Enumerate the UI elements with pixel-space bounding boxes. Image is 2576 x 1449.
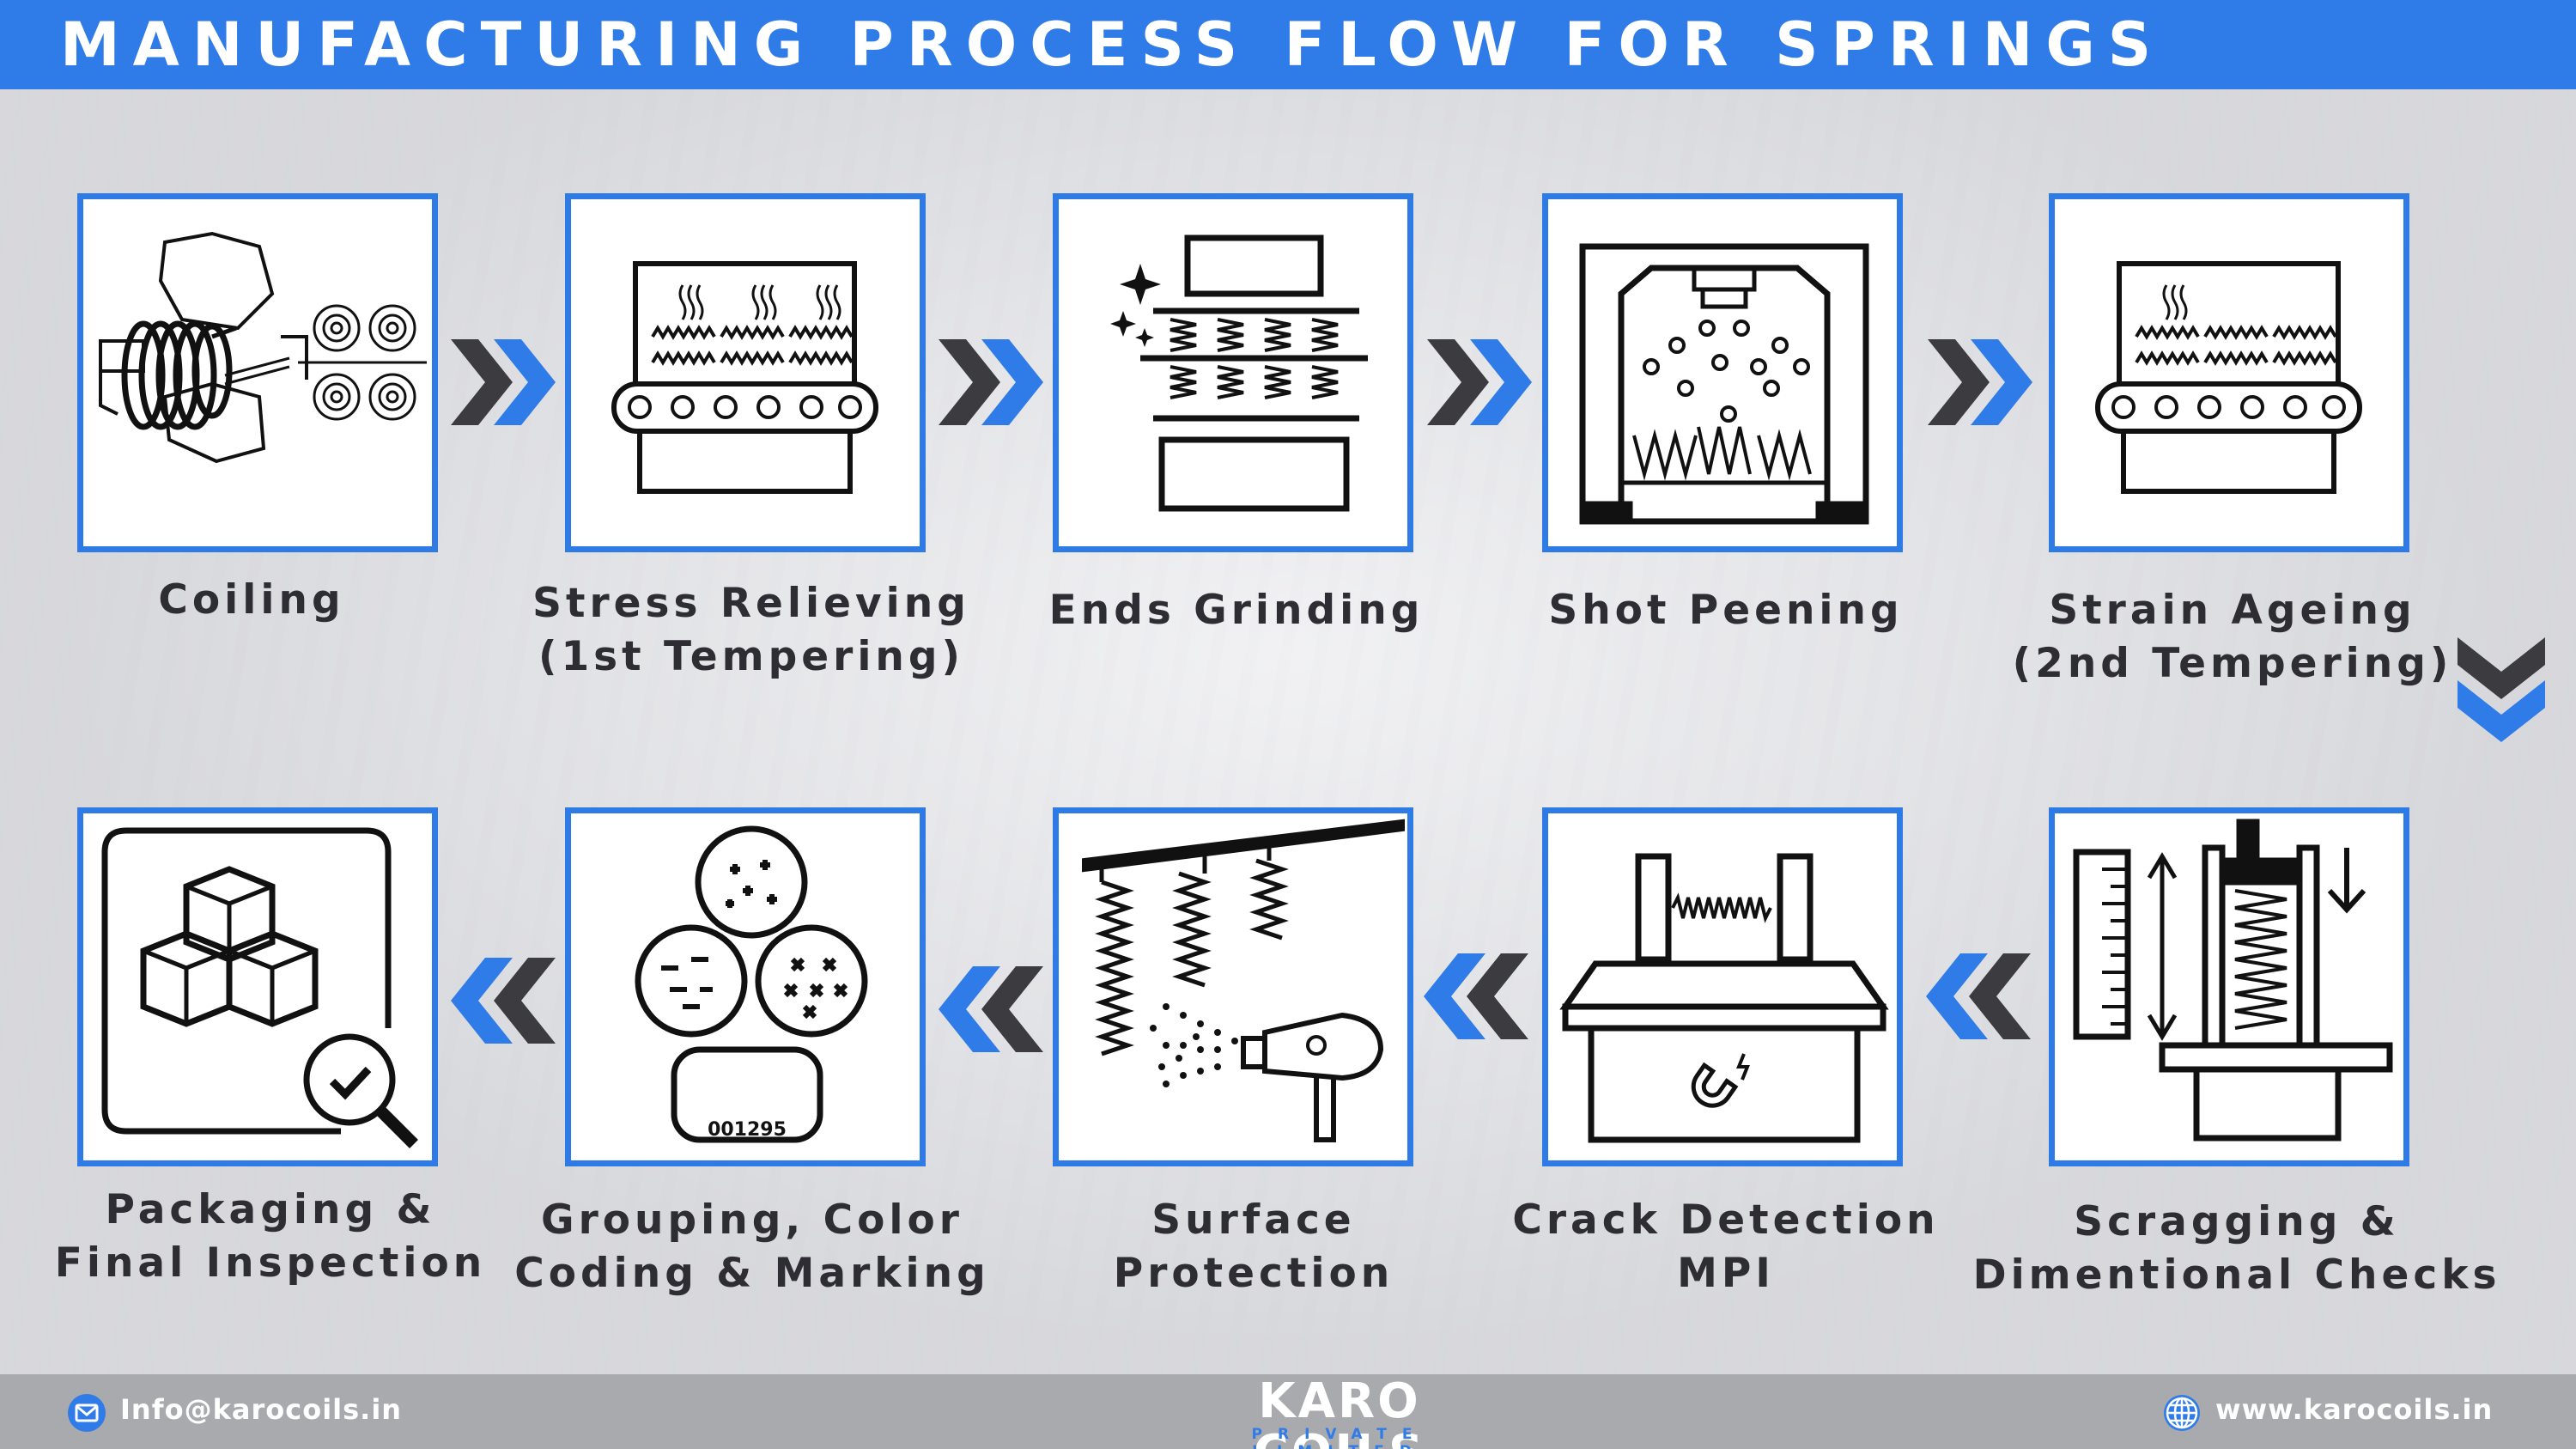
- conveyor-oven-icon: [2095, 261, 2362, 494]
- step-label-shot-peening: Shot Peening: [1548, 587, 1904, 634]
- step-label-ends-grinding: Ends Grinding: [1048, 587, 1425, 634]
- footer-website[interactable]: www.karocoils.in: [2215, 1393, 2494, 1426]
- scragging-press-icon: [2073, 819, 2393, 1142]
- arrow-right-icon: [1427, 339, 1532, 425]
- arrow-right-icon: [451, 339, 556, 425]
- package-inspection-icon: [101, 827, 418, 1148]
- coiling-machine-icon: [99, 231, 427, 464]
- globe-icon: [2164, 1395, 2200, 1431]
- step-box-scragging: [2049, 807, 2409, 1166]
- arrow-left-icon: [1926, 953, 2031, 1039]
- step-label-packaging: Packaging &Final Inspection: [54, 1186, 487, 1287]
- step-box-stress-relieving: [565, 193, 926, 552]
- step-box-grouping: 001295: [565, 807, 926, 1166]
- color-coding-icon: 001295: [635, 825, 868, 1143]
- arrow-left-icon: [451, 958, 556, 1044]
- step-box-shot-peening: [1542, 193, 1903, 552]
- company-logo-subtitle: PRIVATE LIMITED: [1251, 1426, 1428, 1449]
- step-box-packaging: [77, 807, 438, 1166]
- company-logo: KARO COILS: [1254, 1373, 1424, 1449]
- step-label-stress-relieving: Stress Relieving(1st Tempering): [532, 580, 970, 680]
- step-box-surface-protection: [1053, 807, 1413, 1166]
- step-box-strain-ageing: [2049, 193, 2409, 552]
- step-label-strain-ageing: Strain Ageing(2nd Tempering): [2012, 587, 2453, 687]
- grinding-press-icon: [1110, 234, 1368, 512]
- step-box-coiling: [77, 193, 438, 552]
- arrow-left-icon: [1424, 953, 1528, 1039]
- magnetic-crack-detector-icon: [1559, 853, 1889, 1143]
- arrow-right-icon: [939, 339, 1043, 425]
- step-label-coiling: Coiling: [158, 576, 345, 624]
- spray-gun-icon: [1082, 819, 1405, 1142]
- shot-peening-chamber-icon: [1579, 243, 1869, 525]
- title-bar: [0, 0, 2576, 89]
- conveyor-oven-icon: [611, 261, 878, 494]
- step-label-scragging: Scragging &Dimentional Checks: [1972, 1198, 2501, 1299]
- footer-email[interactable]: Info@karocoils.in: [120, 1393, 403, 1426]
- arrow-right-icon: [1928, 339, 2032, 425]
- step-box-crack-detection: [1542, 807, 1903, 1166]
- arrow-down-icon: [2458, 637, 2545, 742]
- marking-code: 001295: [708, 1119, 787, 1141]
- email-icon: [68, 1394, 106, 1432]
- footer-bar: [0, 1374, 2576, 1449]
- step-box-ends-grinding: [1053, 193, 1413, 552]
- page-title: MANUFACTURING PROCESS FLOW FOR SPRINGS: [60, 9, 2165, 80]
- arrow-left-icon: [939, 966, 1043, 1052]
